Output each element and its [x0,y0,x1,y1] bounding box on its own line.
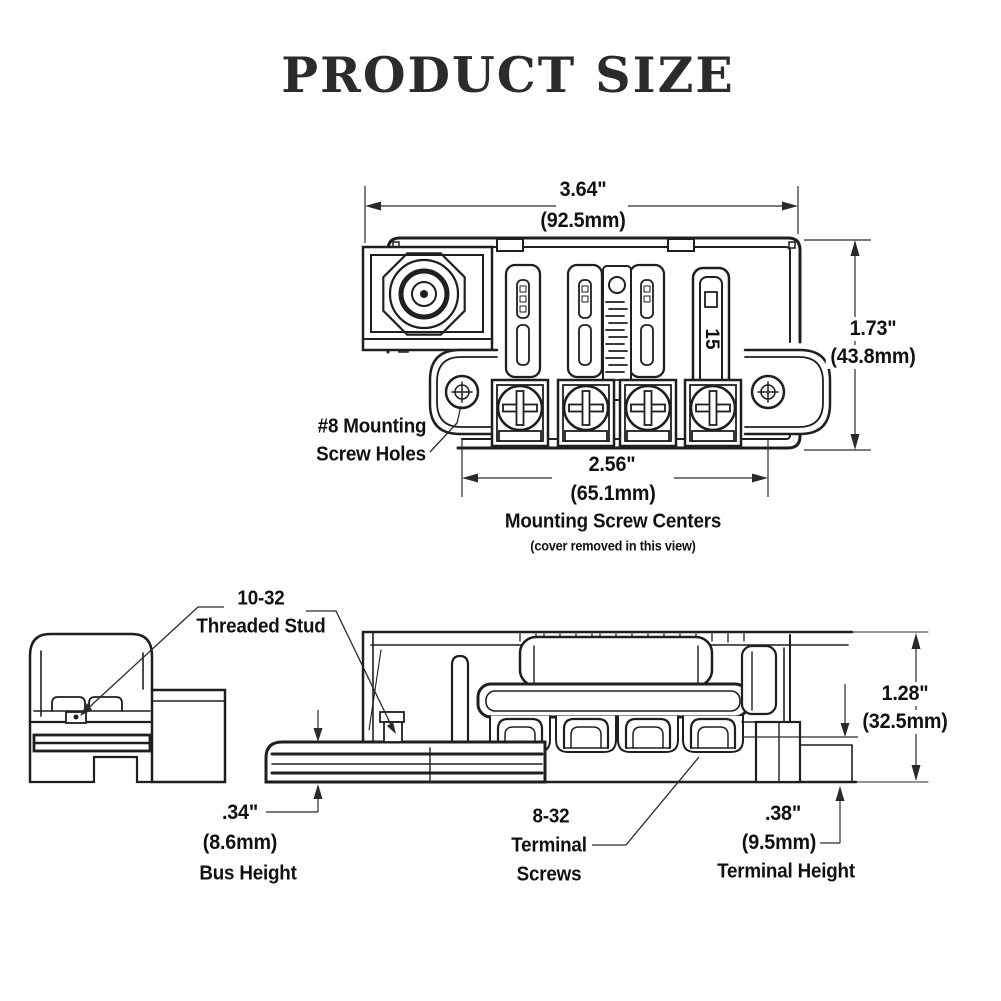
top-view-dimensions [364,186,871,497]
body-outline-lower [456,430,802,450]
side-stud [379,711,405,723]
corner-dot [788,241,796,249]
terminal-screw [490,378,550,448]
stud-label-line2: Threaded Stud [196,615,326,638]
terminal-screws-leader [592,756,700,846]
terminal-height-label: Terminal Height [717,860,855,883]
dim-screw-centers-inches: 2.56" [588,453,636,476]
mounting-holes-label-line1: #8 Mounting [317,415,427,438]
stud-circle [388,258,460,330]
fuse-housings [504,263,666,379]
page-title: PRODUCT SIZE [281,46,735,104]
latch-tab [667,238,695,252]
dim-height-inches: 1.73" [844,317,902,341]
cover-flange [476,682,750,719]
cover-removed-note: (cover removed in this view) [530,538,696,554]
screw-centers-label: Mounting Screw Centers [504,510,722,533]
latch-tab [496,238,524,252]
dim-screw-centers-mm: (65.1mm) [570,482,656,505]
end-view-drawing [28,632,227,784]
end-step-block [150,688,227,784]
dim-bus-height-inches: .34" [221,801,259,824]
terminal-screws-top [490,378,743,448]
fuse-branded [602,265,632,401]
mounting-hole-right [750,374,786,410]
dim-width-mm: (92.5mm) [540,209,626,232]
terminal-screws-label-line1: 8-32 [532,805,570,828]
stud-nut [382,252,466,336]
dim-terminal-height-mm: (9.5mm) [741,831,817,854]
dim-overall-height-inches: 1.28" [876,682,934,706]
side-view-dimensions [80,606,921,846]
dim-bus-height-mm: (8.6mm) [202,831,278,854]
body-outline [386,236,802,344]
terminal-screw [683,378,743,448]
terminal-screw [556,378,616,448]
side-view-drawing [264,630,929,784]
mounting-holes-label-line2: Screw Holes [316,443,426,466]
terminal-screws-label-line2: Terminal [511,834,587,857]
cover-end-cap [740,644,778,716]
bus-height-label: Bus Height [199,862,297,885]
mounting-foot [754,720,802,784]
dim-terminal-height-inches: .38" [764,802,802,825]
cover-handle [518,635,714,688]
mounting-ear-right [743,348,832,436]
bus-bar [264,740,547,784]
top-view-drawing [361,236,832,450]
stud-leader-right [306,610,394,730]
divider-post [450,654,470,744]
mounting-holes-leader [429,405,462,453]
mounting-ear-left [428,348,499,436]
stud-leader-left [83,606,224,713]
dim-overall-height-mm: (32.5mm) [857,710,953,734]
mounting-hole-left [444,374,480,410]
stud-label-line1: 10-32 [237,587,285,610]
fuse-rating-label: 15 [701,328,722,350]
terminal-screw [618,378,678,448]
stud-pad [361,245,494,352]
terminal-screws-label-line3: Screws [516,863,582,886]
dim-width-inches: 3.64" [559,178,607,201]
dim-height-mm: (43.8mm) [825,345,921,369]
stud-ring [398,268,450,320]
